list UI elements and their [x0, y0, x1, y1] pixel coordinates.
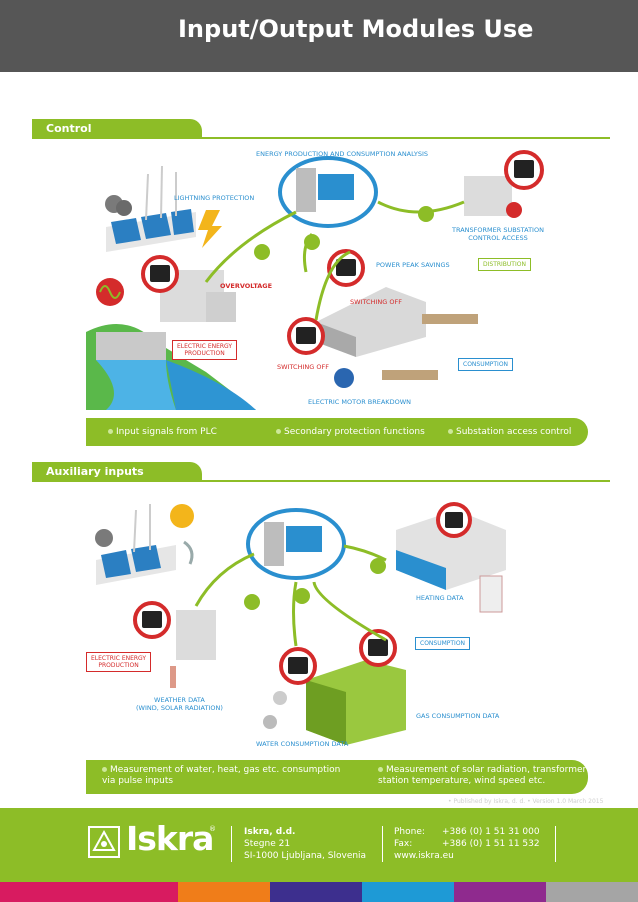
section-tab-auxiliary-label: Auxiliary inputs: [46, 465, 144, 478]
pill-access: Substation access control: [448, 427, 571, 437]
fax-number: +386 (0) 1 51 11 532: [442, 839, 540, 849]
connection-arrows: [194, 544, 387, 647]
auxiliary-illustration: [95, 502, 506, 745]
no-entry-icon: [506, 202, 522, 218]
section-tab-auxiliary: Auxiliary inputs: [32, 462, 202, 482]
monitor: [318, 174, 354, 200]
factory-illustration: [316, 287, 426, 357]
company-name: Iskra, d.d.: [244, 827, 296, 837]
footer-divider: [231, 826, 232, 862]
pill-protection: Secondary protection functions: [276, 427, 425, 437]
footer-divider: [382, 826, 383, 862]
pc-tower: [296, 168, 316, 212]
footer-color-bar: [362, 882, 454, 902]
company-city: SI-1000 Ljubljana, Slovenia: [244, 851, 367, 861]
page-header: Input/Output Modules Use: [0, 0, 638, 72]
label-heating: HEATING DATA: [416, 594, 464, 602]
water-meter-icon: [263, 715, 277, 729]
sun-icon: [170, 504, 194, 528]
company-address: Iskra, d.d. Stegne 21 SI-1000 Ljubljana,…: [244, 826, 366, 862]
page-title: Input/Output Modules Use: [178, 15, 534, 43]
label-analysis: ENERGY PRODUCTION AND CONSUMPTION ANALYS…: [256, 150, 429, 158]
pill-radiation: Measurement of solar radiation, transfor…: [378, 765, 587, 786]
label-consumption: CONSUMPTION: [458, 358, 514, 371]
footer-color-bar: [270, 882, 362, 902]
control-diagram: ENERGY PRODUCTION AND CONSUMPTION ANALYS…: [86, 142, 622, 412]
wind-solar-illustration: [105, 165, 196, 252]
website-link[interactable]: www.iskra.eu: [394, 851, 454, 861]
fax-label: Fax:: [394, 839, 413, 849]
wind-solar-illustration: [95, 504, 176, 585]
connection-arrows: [204, 200, 465, 321]
label-transformer: TRANSFORMER SUBSTATION CONTROL ACCESS: [452, 226, 544, 242]
control-summary-bar: Input signals from PLC Secondary protect…: [86, 418, 588, 446]
registered-mark: ®: [209, 825, 216, 833]
thermometer-icon: [170, 666, 176, 688]
pill-pulse-inputs: Measurement of water, heat, gas etc. con…: [102, 765, 341, 786]
company-contact: Phone: +386 (0) 1 51 31 000 Fax: +386 (0) …: [394, 826, 540, 862]
iskra-logo-icon: [88, 826, 120, 858]
section-divider-auxiliary: [200, 480, 610, 482]
footer-color-bar: [178, 882, 270, 902]
label-gas: GAS CONSUMPTION DATA: [416, 712, 500, 720]
monitor: [286, 526, 322, 552]
control-illustration: [86, 150, 544, 410]
footer-color-bar: [454, 882, 546, 902]
tornado-icon: [183, 540, 194, 565]
hydro-dam-illustration: [86, 324, 256, 410]
lightning-bolt: [198, 210, 222, 248]
pill-plc: Input signals from PLC: [108, 427, 217, 437]
label-switching-off-1: SWITCHING OFF: [350, 298, 402, 306]
label-water: WATER CONSUMPTION DATA: [256, 740, 349, 748]
section-divider-control: [200, 137, 610, 139]
phone-label: Phone:: [394, 827, 425, 837]
label-peak: POWER PEAK SAVINGS: [376, 261, 450, 269]
section-tab-control: Control: [32, 119, 202, 139]
label-motor: ELECTRIC MOTOR BREAKDOWN: [308, 398, 411, 406]
iskra-logo-text: Iskra: [126, 819, 214, 858]
power-station-illustration: [176, 610, 216, 660]
transformer-building: [464, 176, 512, 216]
conveyor-illustration: [382, 314, 478, 380]
label-overvoltage: OVERVOLTAGE: [220, 282, 273, 290]
label-distribution: DISTRIBUTION: [478, 258, 531, 271]
label-switching-off-2: SWITCHING OFF: [277, 363, 329, 371]
label-aux-consumption: CONSUMPTION: [415, 637, 471, 650]
section-tab-control-label: Control: [46, 122, 92, 135]
label-aux-production: ELECTRIC ENERGY PRODUCTION: [86, 652, 152, 672]
heat-meter-icon: [273, 691, 287, 705]
electric-motor: [334, 368, 354, 388]
label-production: ELECTRIC ENERGY PRODUCTION: [172, 340, 238, 360]
boiler-icon: [479, 575, 503, 613]
published-note: • Published by Iskra, d. d. • Version 1.…: [448, 798, 604, 805]
company-street: Stegne 21: [244, 839, 291, 849]
pc-tower: [264, 522, 284, 566]
footer-color-bar: [546, 882, 638, 902]
label-lightning: LIGHTNING PROTECTION: [174, 194, 255, 202]
footer-divider: [555, 826, 556, 862]
footer-color-bar: [0, 882, 178, 902]
phone-number: +386 (0) 1 51 31 000: [442, 827, 540, 837]
label-weather: WEATHER DATA (WIND, SOLAR RADIATION): [136, 696, 223, 712]
apartment-building-illustration: [306, 660, 406, 745]
auxiliary-summary-bar: Measurement of water, heat, gas etc. con…: [86, 760, 588, 794]
heated-building-illustration: [396, 510, 506, 590]
auxiliary-diagram: ELECTRIC ENERGY PRODUCTION WEATHER DATA …: [86, 490, 622, 754]
